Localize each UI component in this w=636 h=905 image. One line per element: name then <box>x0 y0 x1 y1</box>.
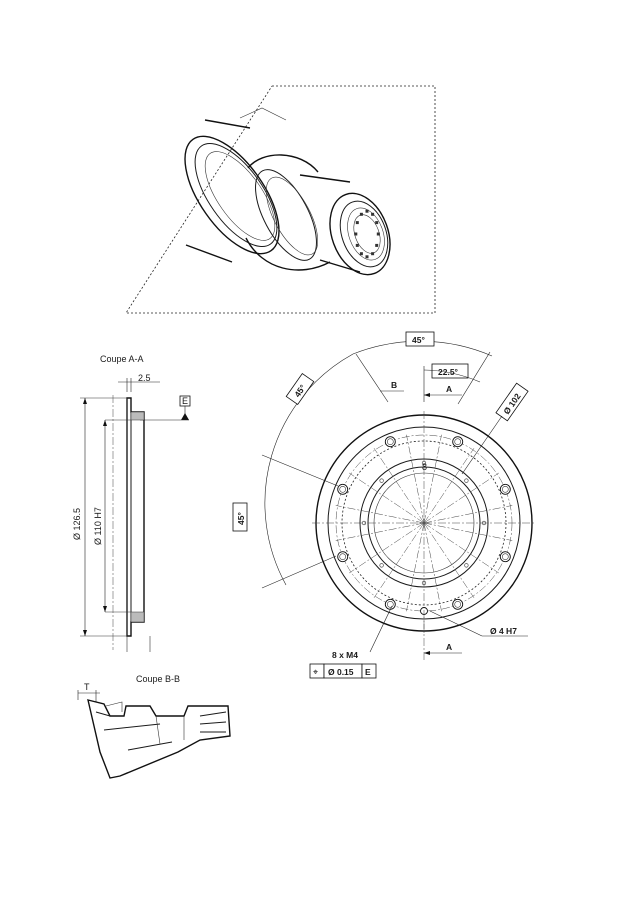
end-ring-outer <box>329 192 391 276</box>
bearing-roller <box>371 252 375 256</box>
section-bb: Coupe B-B T <box>77 674 231 779</box>
position-symbol-icon: ⌖ <box>313 667 318 677</box>
radial-center-line <box>406 434 425 524</box>
section-bb-title: Coupe B-B <box>136 674 180 684</box>
dimension-t: T <box>84 682 90 692</box>
m4-hole-core <box>339 485 347 493</box>
bearing-roller <box>355 243 359 247</box>
radial-center-line <box>349 522 425 574</box>
bearing-roller <box>375 221 379 225</box>
bearing-roller <box>355 221 359 225</box>
end-bore <box>347 207 385 261</box>
tolerance-value: Ø 0.15 <box>328 667 354 677</box>
section-a-marker-top: A <box>446 384 452 394</box>
angle-22-5: 22.5° <box>438 367 459 377</box>
angle-left-lower-45: 45° <box>236 512 246 525</box>
flange-face <box>194 142 278 248</box>
elbow-ring-inner <box>266 176 318 256</box>
cutoff-body <box>239 107 287 121</box>
m4-hole-core <box>454 600 462 608</box>
plan-view: 8 45° 22.5° 45° 45° B A A <box>232 331 536 679</box>
inner-hole <box>379 563 384 568</box>
radial-center-line <box>423 505 513 524</box>
inner-hole <box>464 478 469 483</box>
position-tolerance-frame: ⌖ Ø 0.15 E <box>309 663 377 679</box>
flange-outer <box>184 135 280 255</box>
bearing-roller <box>365 209 369 213</box>
angle-top-45: 45° <box>412 335 425 345</box>
end-ring <box>339 200 389 268</box>
ring-profile <box>126 397 145 637</box>
bearing-roller <box>359 252 363 256</box>
elbow-ring <box>255 169 317 261</box>
radial-center-line <box>423 522 475 598</box>
hatch-bottom <box>130 611 145 623</box>
radial-center-line <box>423 448 475 524</box>
bearing-roller <box>365 255 369 259</box>
m4-hole <box>384 598 396 610</box>
isometric-frame <box>125 85 436 314</box>
inner-hole <box>464 563 469 568</box>
flange-ring <box>204 151 276 241</box>
m4-hole <box>499 483 511 495</box>
m4-hole <box>337 551 349 563</box>
threads-dimension: 8 x M4 <box>332 650 358 660</box>
center-lines <box>312 411 536 635</box>
m4-hole <box>384 436 396 448</box>
radial-center-line <box>406 522 425 612</box>
tolerance-datum: E <box>365 667 371 677</box>
section-aa: Coupe A-A 2.5 E Ø 126.5 Ø 110 H7 <box>72 354 191 652</box>
elbow-body <box>245 154 331 271</box>
isometric-view <box>125 85 436 314</box>
hatch-top <box>130 411 145 421</box>
m4-hole <box>499 551 511 563</box>
m4-hole-core <box>339 553 347 561</box>
inner-diameter-dimension: Ø 110 H7 <box>93 507 103 545</box>
m4-hole-core <box>386 600 394 608</box>
inner-hole <box>361 520 367 526</box>
radial-center-line <box>349 472 425 524</box>
radial-center-line <box>423 522 513 541</box>
section-bb-profile <box>87 699 231 779</box>
m4-hole-core <box>501 485 509 493</box>
radial-center-line <box>423 472 499 524</box>
bearing-roller <box>359 212 363 216</box>
datum-e-label: E <box>182 396 188 406</box>
thickness-dimension: 2.5 <box>138 373 151 383</box>
m4-hole-core <box>386 438 394 446</box>
radial-center-line <box>373 522 425 598</box>
m4-hole <box>337 483 349 495</box>
radial-center-line <box>423 522 499 574</box>
bearing-roller <box>371 212 375 216</box>
inner-hole <box>421 580 427 586</box>
radial-center-line <box>423 522 442 612</box>
radial-center-line <box>335 522 425 541</box>
m4-hole <box>452 598 464 610</box>
inner-hole <box>379 478 384 483</box>
flange-edges <box>185 119 251 263</box>
bearing-rollers <box>354 209 380 259</box>
section-aa-title: Coupe A-A <box>100 354 144 364</box>
bearing-roller <box>354 232 358 236</box>
inner-hole <box>421 460 427 466</box>
radial-center-line <box>423 434 442 524</box>
inner-hole <box>481 520 487 526</box>
m4-hole-core <box>501 553 509 561</box>
radial-center-line <box>335 505 425 524</box>
radial-center-line <box>373 448 425 524</box>
center-mark-label: 8 <box>422 462 427 472</box>
m4-hole-core <box>454 438 462 446</box>
bearing-roller <box>376 232 380 236</box>
outer-diameter-dimension: Ø 126.5 <box>72 508 82 540</box>
pin-hole-dimension: Ø 4 H7 <box>490 626 517 636</box>
section-a-marker-bottom: A <box>446 642 452 652</box>
bearing-roller <box>375 243 379 247</box>
m4-hole <box>452 436 464 448</box>
section-b-marker: B <box>391 380 397 390</box>
